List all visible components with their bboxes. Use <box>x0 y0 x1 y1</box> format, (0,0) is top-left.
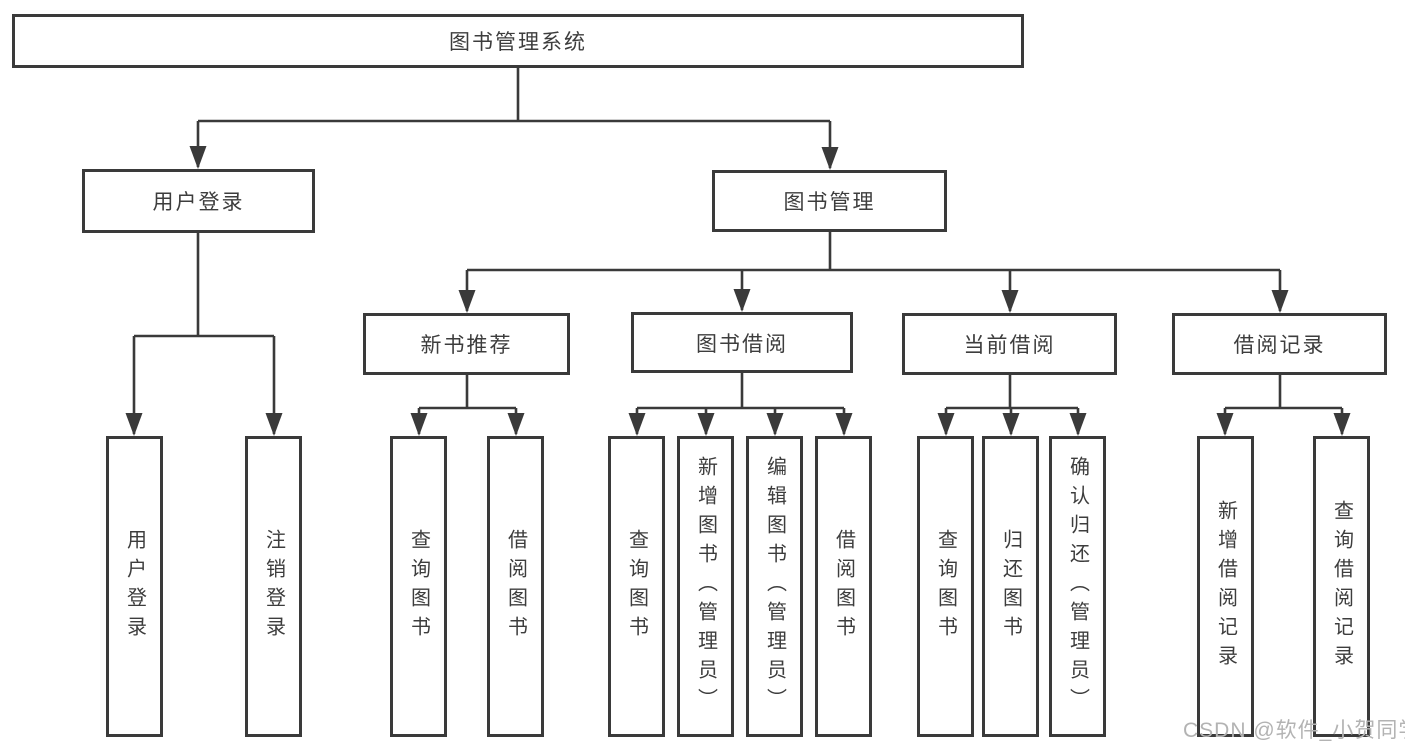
leaf-logout-label: 注销登录 <box>262 528 285 645</box>
leaf-borrow-books: 借阅图书 <box>815 436 872 737</box>
leaf-edit-books-admin-label: 编辑图书（管理员） <box>763 456 786 717</box>
node-current-borrow: 当前借阅 <box>902 313 1117 375</box>
leaf-recommend-query-books: 查询图书 <box>390 436 447 737</box>
leaf-return-books: 归还图书 <box>982 436 1039 737</box>
leaf-recommend-query-books-label: 查询图书 <box>407 528 430 645</box>
node-user-login-label: 用户登录 <box>152 191 245 214</box>
arrowhead <box>189 146 207 169</box>
leaf-borrow-query-books: 查询图书 <box>608 436 665 737</box>
node-user-login: 用户登录 <box>82 169 315 233</box>
leaf-logout: 注销登录 <box>245 436 302 737</box>
arrowhead <box>937 413 955 436</box>
leaf-add-borrow-record-label: 新增借阅记录 <box>1214 499 1237 674</box>
leaf-confirm-return-admin-label: 确认归还（管理员） <box>1066 456 1089 717</box>
leaf-query-borrow-record-label: 查询借阅记录 <box>1330 499 1353 674</box>
arrowhead <box>835 413 853 436</box>
node-root: 图书管理系统 <box>12 14 1024 68</box>
csdn-watermark: CSDN @软件_小贺同学 <box>1183 719 1405 742</box>
arrowhead <box>125 413 143 436</box>
node-root-label: 图书管理系统 <box>449 31 587 54</box>
leaf-user-login-label: 用户登录 <box>123 528 146 645</box>
leaf-current-query-books-label: 查询图书 <box>934 528 957 645</box>
leaf-current-query-books: 查询图书 <box>917 436 974 737</box>
node-current-borrow-label: 当前借阅 <box>963 334 1056 357</box>
leaf-user-login: 用户登录 <box>106 436 163 737</box>
leaf-borrow-query-books-label: 查询图书 <box>625 528 648 645</box>
leaf-borrow-books-label: 借阅图书 <box>832 528 855 645</box>
arrowhead <box>821 147 839 170</box>
node-new-book-recommend: 新书推荐 <box>363 313 570 375</box>
arrowhead <box>733 289 751 312</box>
arrowhead <box>1216 413 1234 436</box>
arrowhead <box>1002 413 1020 436</box>
leaf-recommend-borrow-books: 借阅图书 <box>487 436 544 737</box>
arrowhead <box>766 413 784 436</box>
leaf-add-books-admin: 新增图书（管理员） <box>677 436 734 737</box>
node-book-management-label: 图书管理 <box>783 191 876 214</box>
connector-user-login <box>132 233 276 434</box>
arrowhead <box>628 413 646 436</box>
arrowhead <box>1069 413 1087 436</box>
arrowhead <box>507 413 525 436</box>
node-book-borrow: 图书借阅 <box>631 312 853 373</box>
leaf-query-borrow-record: 查询借阅记录 <box>1313 436 1370 737</box>
arrowhead <box>458 290 476 313</box>
arrowhead <box>410 413 428 436</box>
node-new-book-recommend-label: 新书推荐 <box>420 334 513 357</box>
node-book-management: 图书管理 <box>712 170 947 232</box>
arrowhead <box>1333 413 1351 436</box>
connector-book-management <box>465 232 1282 311</box>
connector-borrow-records <box>1223 375 1344 434</box>
leaf-add-books-admin-label: 新增图书（管理员） <box>694 456 717 717</box>
arrowhead <box>1271 290 1289 313</box>
node-book-borrow-label: 图书借阅 <box>696 332 788 356</box>
leaf-return-books-label: 归还图书 <box>999 528 1022 645</box>
node-borrow-records-label: 借阅记录 <box>1233 334 1326 357</box>
connector-book-borrow <box>635 373 846 434</box>
leaf-confirm-return-admin: 确认归还（管理员） <box>1049 436 1106 737</box>
arrowhead <box>697 413 715 436</box>
leaf-edit-books-admin: 编辑图书（管理员） <box>746 436 803 737</box>
leaf-recommend-borrow-books-label: 借阅图书 <box>504 528 527 645</box>
arrowhead <box>265 413 283 436</box>
leaf-add-borrow-record: 新增借阅记录 <box>1197 436 1254 737</box>
node-borrow-records: 借阅记录 <box>1172 313 1387 375</box>
arrowhead <box>1001 290 1019 313</box>
connector-new-book-recommend <box>417 375 518 434</box>
connector-root-to-branches <box>196 68 832 168</box>
